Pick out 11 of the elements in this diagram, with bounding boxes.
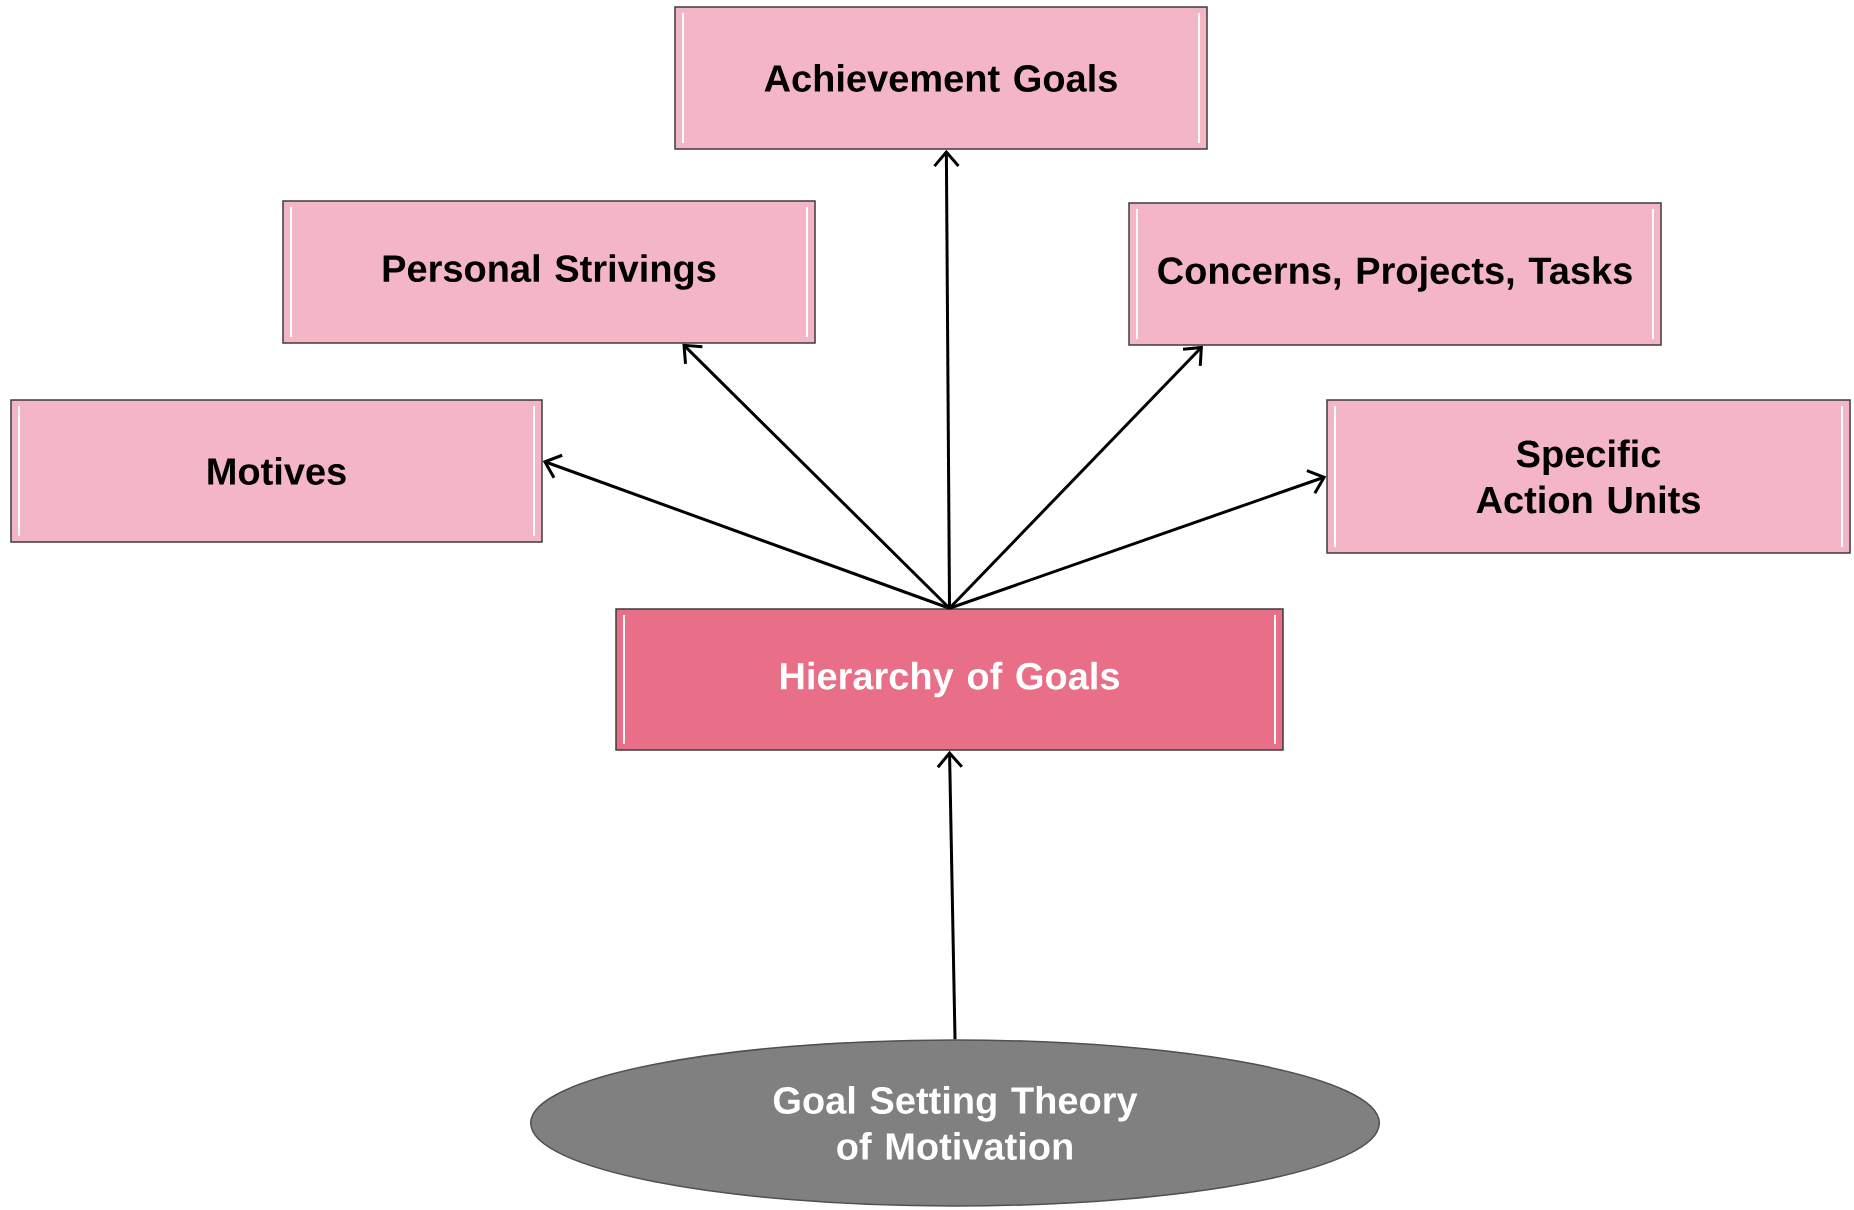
ellipse-node: Goal Setting Theory of Motivation	[530, 1039, 1381, 1207]
arrow	[933, 149, 960, 609]
goal-box: Motives	[10, 399, 543, 543]
process-box: Hierarchy of Goals	[615, 608, 1284, 751]
goal-box: Personal Strivings	[282, 200, 816, 344]
arrow	[542, 453, 951, 610]
goal-box: Achievement Goals	[674, 6, 1208, 150]
arrow	[936, 750, 963, 1040]
goal-box: Concerns, Projects, Tasks	[1128, 202, 1662, 346]
arrow	[949, 469, 1327, 610]
goal-box: Specific Action Units	[1326, 399, 1851, 554]
